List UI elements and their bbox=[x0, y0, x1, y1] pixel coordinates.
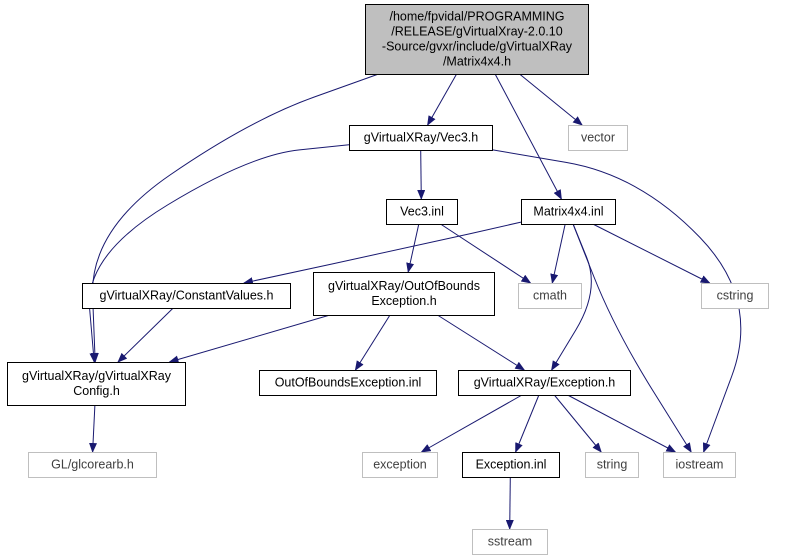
node-label: gVirtualXRay/Exception.h bbox=[474, 376, 616, 390]
node-label: -Source/gvxr/include/gVirtualXRay bbox=[382, 40, 573, 54]
node-label: cmath bbox=[533, 289, 567, 303]
node-exception-inl[interactable]: Exception.inl bbox=[462, 452, 560, 478]
node-box bbox=[313, 272, 495, 316]
edge-matrix4x4_h-to-vector bbox=[519, 73, 583, 126]
node-iostream: iostream bbox=[663, 452, 736, 478]
node-exception: exception bbox=[362, 452, 438, 478]
node-box bbox=[458, 370, 631, 396]
node-label: Config.h bbox=[73, 384, 120, 398]
node-sstream: sstream bbox=[472, 529, 548, 555]
node-label: cstring bbox=[717, 289, 754, 303]
node-box bbox=[259, 370, 437, 396]
node-box bbox=[28, 452, 157, 478]
edge-matrix4x4_inl-to-cmath bbox=[550, 223, 566, 284]
nodes-layer: /home/fpvidal/PROGRAMMING/RELEASE/gVirtu… bbox=[7, 4, 769, 555]
node-exception-h[interactable]: gVirtualXRay/Exception.h bbox=[458, 370, 631, 396]
edge-vec3_h-to-vec3_inl bbox=[417, 149, 426, 200]
edge-constantvalues_h-to-config_h bbox=[117, 307, 174, 363]
edge-exception_h-to-iostream bbox=[567, 394, 677, 453]
edge-matrix4x4_inl-to-cstring bbox=[592, 223, 711, 284]
edge-exception_h-to-exception bbox=[420, 394, 523, 453]
node-label: gVirtualXRay/Vec3.h bbox=[364, 131, 478, 145]
node-label: Exception.h bbox=[371, 294, 436, 308]
node-label: Matrix4x4.inl bbox=[533, 205, 603, 219]
node-box bbox=[7, 362, 186, 406]
node-box bbox=[386, 199, 458, 225]
node-label: Exception.inl bbox=[476, 458, 547, 472]
node-box bbox=[349, 125, 493, 151]
node-box bbox=[521, 199, 616, 225]
edge-matrix4x4_inl-to-iostream bbox=[572, 223, 692, 453]
edge-matrix4x4_inl-to-constantvalues_h bbox=[242, 221, 522, 286]
edge-outofbounds_h-to-outofbounds_inl bbox=[354, 314, 391, 371]
node-vec3-h[interactable]: gVirtualXRay/Vec3.h bbox=[349, 125, 493, 151]
edge-matrix4x4_h-to-vec3_h bbox=[427, 73, 458, 126]
node-label: /RELEASE/gVirtualXray-2.0.10 bbox=[391, 25, 562, 39]
node-box bbox=[362, 452, 438, 478]
node-cstring: cstring bbox=[701, 283, 769, 309]
node-cmath: cmath bbox=[518, 283, 582, 309]
node-label: gVirtualXRay/ConstantValues.h bbox=[100, 289, 274, 303]
node-box bbox=[462, 452, 560, 478]
node-outofbounds-inl[interactable]: OutOfBoundsException.inl bbox=[259, 370, 437, 396]
edge-exception_h-to-string bbox=[553, 394, 602, 453]
edge-outofbounds_h-to-exception_h bbox=[437, 314, 526, 371]
node-label: gVirtualXRay/OutOfBounds bbox=[328, 279, 480, 293]
node-label: vector bbox=[581, 131, 615, 145]
node-box bbox=[663, 452, 736, 478]
node-box bbox=[82, 283, 291, 309]
node-label: /Matrix4x4.h bbox=[443, 55, 511, 69]
node-box bbox=[585, 452, 639, 478]
edge-exception_h-to-exception_inl bbox=[515, 394, 540, 453]
node-glcorearb: GL/glcorearb.h bbox=[28, 452, 157, 478]
edge-matrix4x4_h-to-matrix4x4_inl bbox=[494, 73, 562, 200]
node-label: exception bbox=[373, 458, 427, 472]
node-vec3-inl[interactable]: Vec3.inl bbox=[386, 199, 458, 225]
node-label: gVirtualXRay/gVirtualXRay bbox=[22, 369, 172, 383]
node-label: OutOfBoundsException.inl bbox=[275, 376, 422, 390]
node-matrix4x4-h[interactable]: /home/fpvidal/PROGRAMMING/RELEASE/gVirtu… bbox=[365, 4, 589, 75]
node-label: string bbox=[597, 458, 628, 472]
node-label: GL/glcorearb.h bbox=[51, 458, 134, 472]
node-label: iostream bbox=[676, 458, 724, 472]
node-box bbox=[365, 4, 589, 75]
edge-outofbounds_h-to-config_h bbox=[168, 314, 331, 364]
node-label: sstream bbox=[488, 535, 532, 549]
node-vector: vector bbox=[568, 125, 628, 151]
node-outofbounds-h[interactable]: gVirtualXRay/OutOfBoundsException.h bbox=[313, 272, 495, 316]
node-label: Vec3.inl bbox=[400, 205, 444, 219]
edge-vec3_inl-to-cmath bbox=[440, 223, 532, 284]
edge-vec3_h-to-config_h bbox=[88, 144, 350, 363]
edge-config_h-to-glcorearb bbox=[89, 404, 98, 453]
edges-layer bbox=[88, 73, 742, 530]
node-label: /home/fpvidal/PROGRAMMING bbox=[389, 10, 564, 24]
node-box bbox=[701, 283, 769, 309]
edge-vec3_h-to-iostream bbox=[491, 149, 742, 453]
node-matrix4x4-inl[interactable]: Matrix4x4.inl bbox=[521, 199, 616, 225]
node-box bbox=[518, 283, 582, 309]
node-box bbox=[568, 125, 628, 151]
edge-vec3_inl-to-outofbounds_h bbox=[406, 223, 420, 273]
node-box bbox=[472, 529, 548, 555]
node-string: string bbox=[585, 452, 639, 478]
node-constantvalues-h[interactable]: gVirtualXRay/ConstantValues.h bbox=[82, 283, 291, 309]
edge-matrix4x4_h-to-config_h bbox=[90, 73, 379, 363]
edge-exception_inl-to-sstream bbox=[505, 476, 514, 530]
